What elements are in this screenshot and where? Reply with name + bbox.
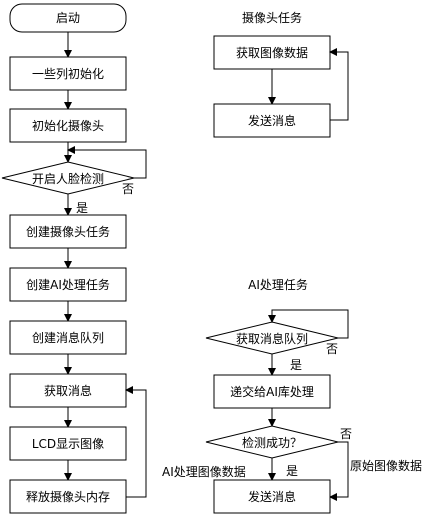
ai-image-data-label: AI处理图像数据 — [162, 464, 246, 479]
ai-detect-success-decision: 检测成功？ — [205, 425, 339, 459]
create-camera-task-box: 创建摄像头任务 — [9, 214, 127, 249]
release-loop-back — [125, 386, 147, 498]
ai-send-message-box: 发送消息 — [213, 479, 331, 514]
ai-get-queue-yes-label: 是 — [290, 358, 302, 372]
create-queue-label: 创建消息队列 — [32, 330, 104, 345]
release-camera-box: 释放摄像头内存 — [9, 479, 127, 514]
lcd-show-box: LCD显示图像 — [9, 426, 127, 461]
ai-submit-box: 递交给AI库处理 — [213, 374, 331, 409]
init-camera-box: 初始化摄像头 — [9, 108, 127, 143]
create-ai-task-box: 创建AI处理任务 — [9, 267, 127, 302]
face-detect-no-label: 否 — [122, 182, 134, 196]
init-all-box: 一些列初始化 — [9, 56, 127, 91]
ai-detect-no-branch — [329, 441, 349, 501]
cam-loop-back — [329, 48, 349, 121]
face-detect-decision: 开启人脸检测 — [1, 161, 135, 195]
ai-get-queue-no-label: 否 — [326, 342, 338, 356]
init-all-label: 一些列初始化 — [32, 67, 104, 81]
ai-get-queue-no-loop — [268, 309, 349, 339]
cam-send-message-box: 发送消息 — [213, 103, 331, 138]
ai-detect-success-label: 检测成功？ — [242, 435, 302, 450]
ai-get-queue-label: 获取消息队列 — [236, 331, 308, 346]
ai-submit-label: 递交给AI库处理 — [230, 384, 314, 399]
lcd-show-label: LCD显示图像 — [32, 437, 104, 451]
init-camera-label: 初始化摄像头 — [32, 118, 104, 133]
cam-get-image-label: 获取图像数据 — [236, 45, 308, 60]
start-label: 启动 — [56, 11, 80, 25]
ai-get-queue-decision: 获取消息队列 — [205, 321, 339, 355]
cam-get-image-box: 获取图像数据 — [213, 35, 331, 70]
create-ai-task-label: 创建AI处理任务 — [26, 277, 110, 292]
ai-task-title: AI处理任务 — [248, 277, 308, 292]
ai-detect-no-label: 否 — [340, 427, 352, 441]
camera-task-title: 摄像头任务 — [242, 10, 302, 25]
create-queue-box: 创建消息队列 — [9, 320, 127, 355]
face-detect-label: 开启人脸检测 — [32, 171, 104, 186]
release-camera-label: 释放摄像头内存 — [26, 489, 110, 504]
face-detect-no-loop — [67, 146, 147, 179]
ai-send-message-label: 发送消息 — [248, 489, 296, 504]
create-camera-task-label: 创建摄像头任务 — [26, 224, 110, 239]
raw-image-data-label: 原始图像数据 — [350, 458, 422, 473]
get-message-box: 获取消息 — [9, 373, 127, 408]
face-detect-yes-label: 是 — [76, 201, 88, 215]
start-terminal: 启动 — [9, 3, 127, 33]
cam-send-message-label: 发送消息 — [248, 113, 296, 128]
get-message-label: 获取消息 — [44, 383, 92, 398]
ai-detect-yes-label: 是 — [286, 464, 298, 478]
